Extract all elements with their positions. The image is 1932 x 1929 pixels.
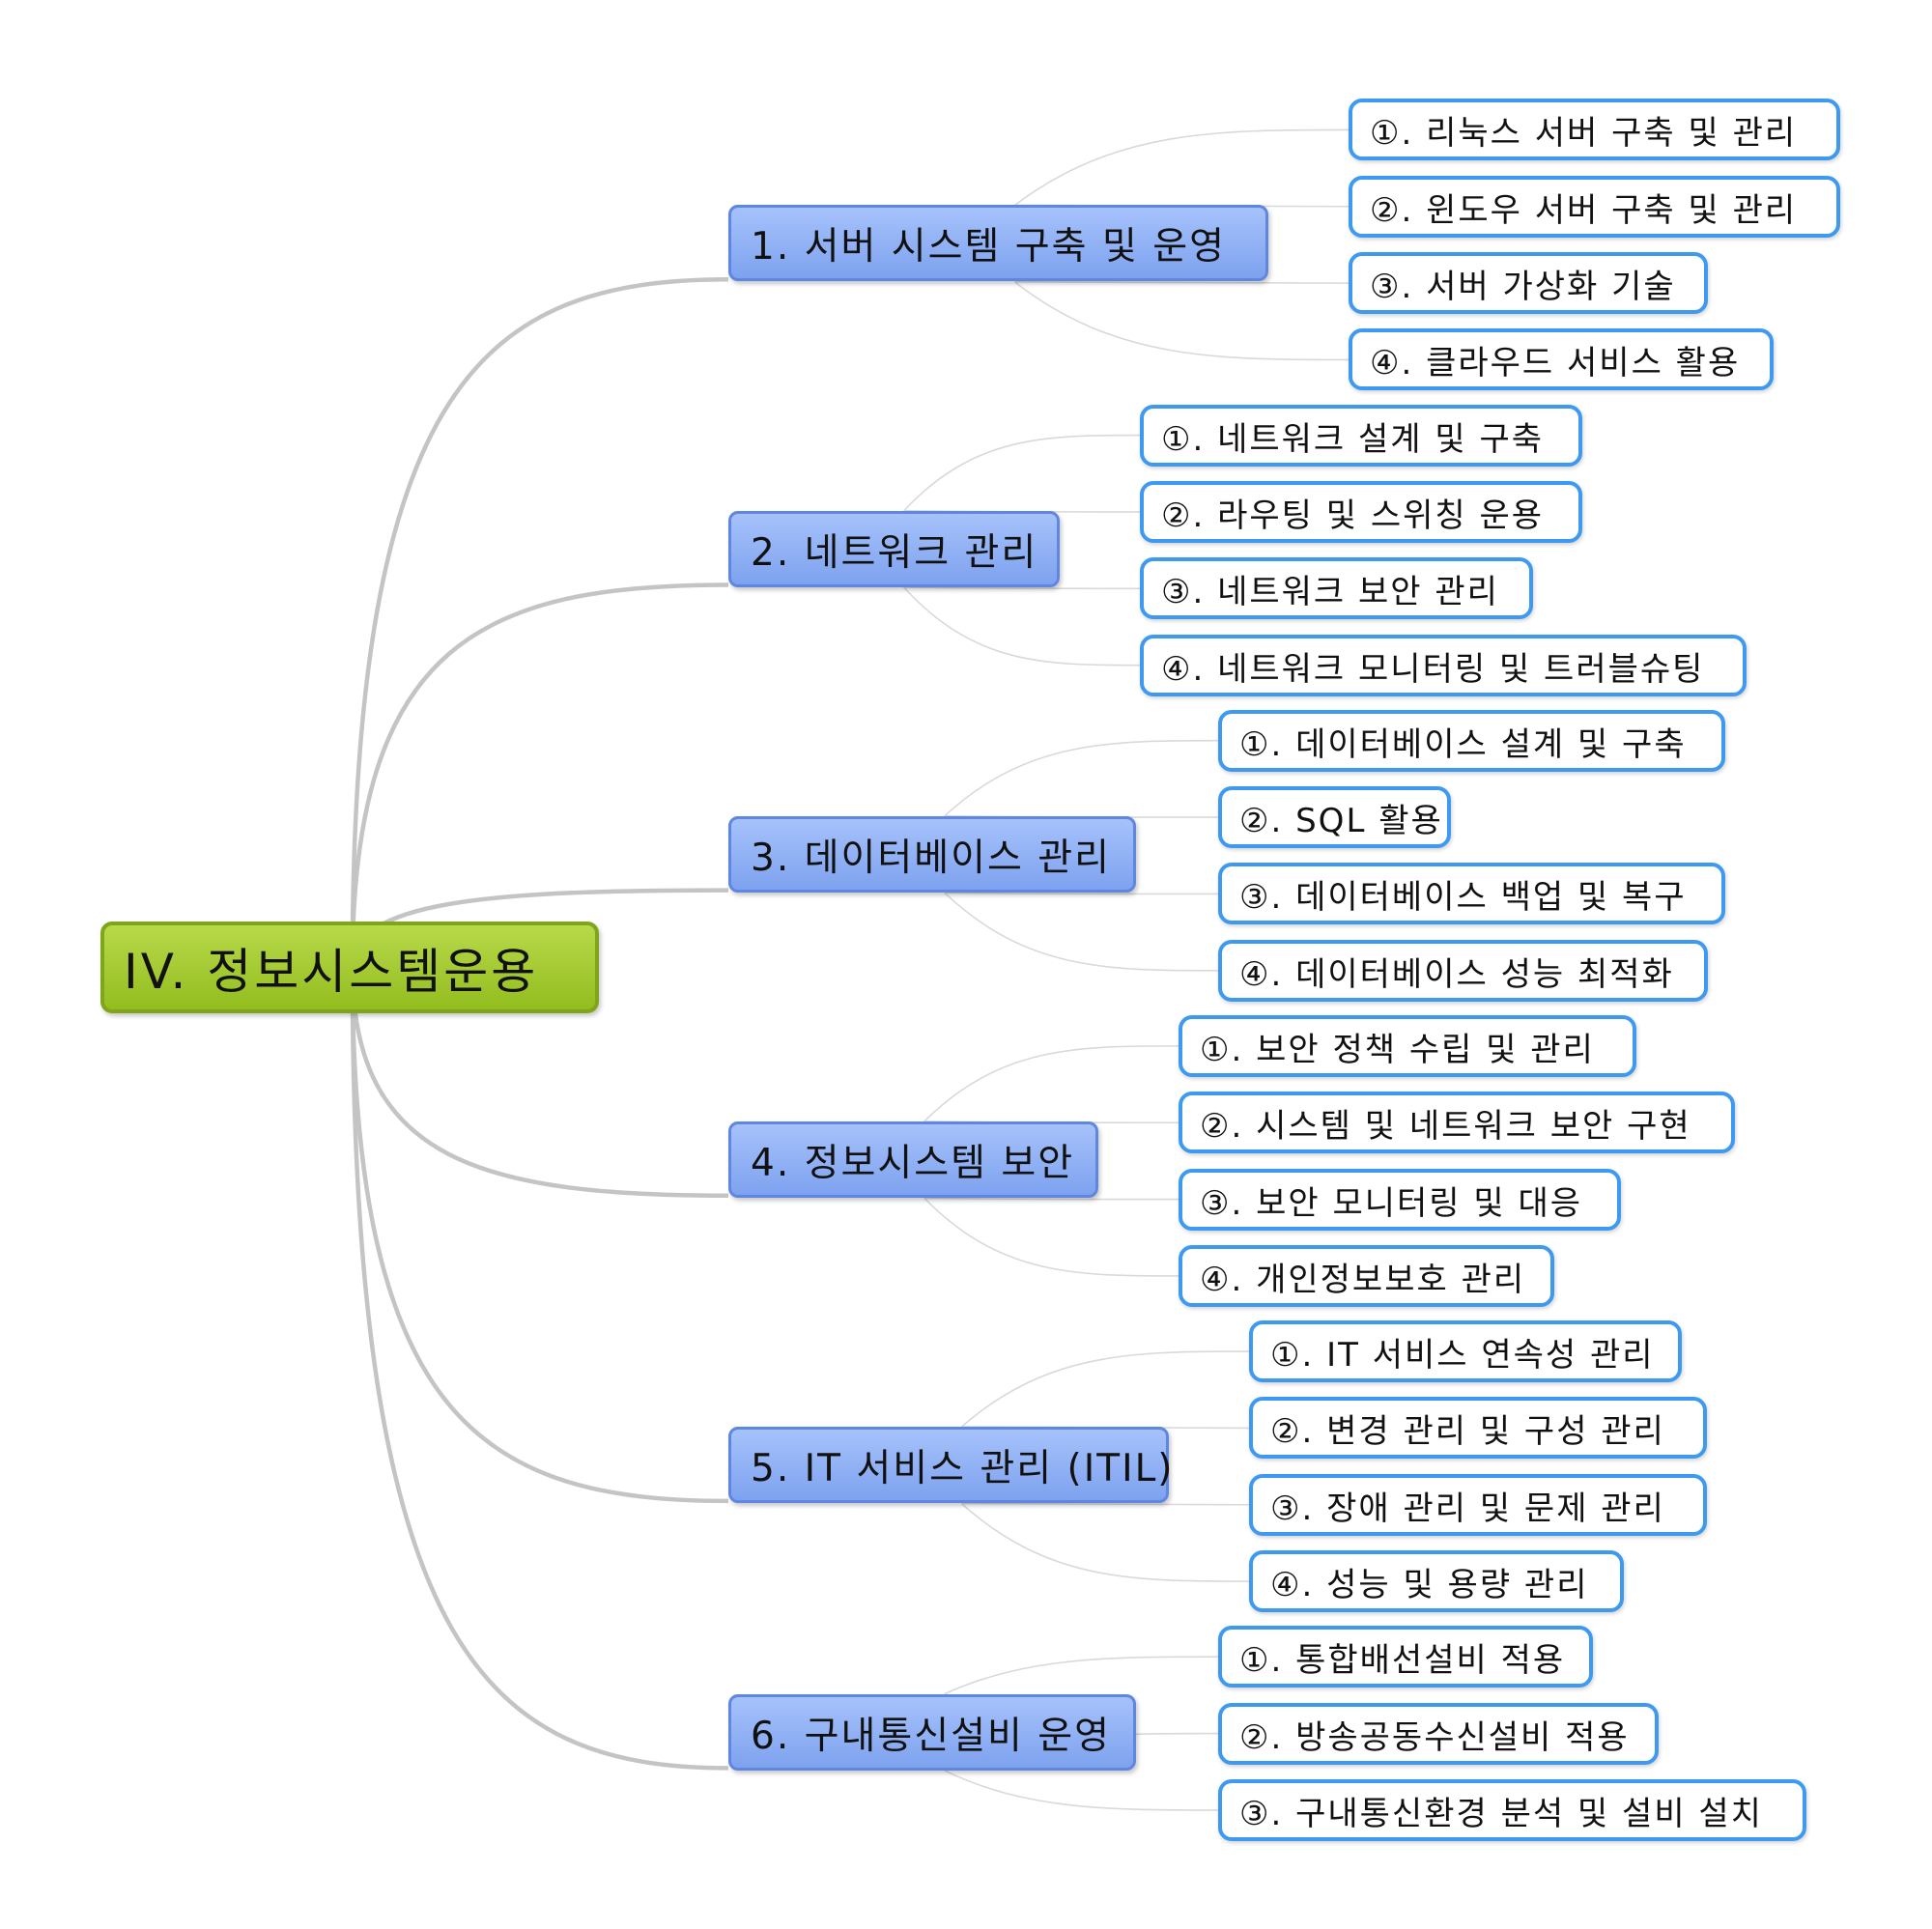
leaf-label: ①. 보안 정책 수립 및 관리	[1200, 1030, 1595, 1069]
leaf-node[interactable]: ②. 시스템 및 네트워크 보안 구현	[1179, 1092, 1735, 1153]
leaf-node[interactable]: ①. 데이터베이스 설계 및 구축	[1218, 710, 1725, 772]
leaf-connector	[944, 1770, 1218, 1811]
root-node[interactable]: IV. 정보시스템운용	[100, 922, 599, 1013]
leaf-node[interactable]: ③. 보안 모니터링 및 대응	[1179, 1169, 1621, 1231]
leaf-node[interactable]: ①. 보안 정책 수립 및 관리	[1179, 1015, 1636, 1077]
leaf-label: ①. 리눅스 서버 구축 및 관리	[1370, 113, 1798, 153]
leaf-node[interactable]: ②. 윈도우 서버 구축 및 관리	[1349, 176, 1840, 238]
leaf-connector	[1013, 281, 1350, 361]
leaf-connector	[944, 739, 1218, 817]
leaf-label: ③. 네트워크 보안 관리	[1161, 572, 1499, 611]
branch-connector	[350, 966, 728, 1771]
leaf-label: ①. 네트워크 설계 및 구축	[1161, 419, 1545, 459]
leaf-label: ②. SQL 활용	[1239, 801, 1443, 840]
leaf-connector	[1014, 281, 1350, 284]
leaf-connector	[944, 892, 1218, 972]
leaf-label: ④. 네트워크 모니터링 및 트러블슈팅	[1161, 649, 1705, 689]
branch-label: 2. 네트워크 관리	[751, 530, 1038, 575]
leaf-connector	[961, 1502, 1249, 1506]
root-label: IV. 정보시스템운용	[124, 943, 539, 1000]
leaf-node[interactable]: ②. 방송공동수신설비 적용	[1218, 1703, 1659, 1765]
leaf-node[interactable]: ③. 네트워크 보안 관리	[1140, 557, 1533, 619]
leaf-connector	[923, 1197, 1179, 1277]
leaf-connector	[903, 434, 1141, 512]
leaf-label: ④. 성능 및 용량 관리	[1270, 1565, 1589, 1604]
leaf-node[interactable]: ③. 장애 관리 및 문제 관리	[1249, 1474, 1707, 1536]
leaf-connector	[903, 586, 1141, 590]
leaf-node[interactable]: ①. 네트워크 설계 및 구축	[1140, 405, 1582, 467]
leaf-connector	[960, 1502, 1249, 1582]
branch-node-security[interactable]: 4. 정보시스템 보안	[728, 1121, 1098, 1198]
branch-label: 5. IT 서비스 관리 (ITIL)	[751, 1446, 1175, 1490]
leaf-label: ③. 구내통신환경 분석 및 설비 설치	[1239, 1794, 1763, 1833]
leaf-label: ①. 통합배선설비 적용	[1239, 1640, 1566, 1680]
branch-node-itil[interactable]: 5. IT 서비스 관리 (ITIL)	[728, 1427, 1173, 1503]
leaf-label: ②. 라우팅 및 스위칭 운용	[1161, 496, 1545, 535]
branch-connector	[350, 966, 728, 1199]
leaf-label: ①. IT 서비스 연속성 관리	[1270, 1335, 1655, 1375]
leaf-label: ③. 서버 가상화 기술	[1370, 267, 1676, 306]
branch-connector	[350, 582, 728, 967]
leaf-node[interactable]: ④. 성능 및 용량 관리	[1249, 1550, 1624, 1612]
leaf-label: ③. 장애 관리 및 문제 관리	[1270, 1489, 1665, 1528]
leaf-label: ④. 개인정보보호 관리	[1200, 1260, 1526, 1299]
leaf-connector	[944, 1656, 1218, 1695]
leaf-label: ②. 방송공동수신설비 적용	[1239, 1717, 1630, 1757]
leaf-node[interactable]: ②. 라우팅 및 스위칭 운용	[1140, 481, 1582, 543]
leaf-label: ④. 데이터베이스 성능 최적화	[1239, 954, 1674, 994]
leaf-node[interactable]: ④. 개인정보보호 관리	[1179, 1245, 1554, 1307]
branch-node-telecom[interactable]: 6. 구내통신설비 운영	[728, 1694, 1136, 1771]
leaf-node[interactable]: ②. SQL 활용	[1218, 786, 1451, 848]
leaf-label: ①. 데이터베이스 설계 및 구축	[1239, 724, 1687, 764]
branch-connector	[350, 966, 728, 1504]
leaf-node[interactable]: ③. 데이터베이스 백업 및 복구	[1218, 863, 1725, 924]
leaf-node[interactable]: ③. 서버 가상화 기술	[1349, 252, 1708, 314]
leaf-node[interactable]: ③. 구내통신환경 분석 및 설비 설치	[1218, 1779, 1806, 1841]
leaf-node[interactable]: ④. 데이터베이스 성능 최적화	[1218, 940, 1708, 1002]
leaf-label: ②. 변경 관리 및 구성 관리	[1270, 1411, 1665, 1451]
leaf-connector	[960, 1350, 1249, 1428]
branch-connector	[350, 277, 728, 967]
leaf-label: ②. 시스템 및 네트워크 보안 구현	[1200, 1106, 1691, 1146]
leaf-node[interactable]: ①. 통합배선설비 적용	[1218, 1626, 1593, 1688]
leaf-node[interactable]: ①. IT 서비스 연속성 관리	[1249, 1320, 1682, 1382]
leaf-connector	[944, 892, 1218, 895]
leaf-label: ③. 데이터베이스 백업 및 복구	[1239, 877, 1687, 917]
leaf-connector	[923, 1045, 1179, 1122]
leaf-connector	[1013, 128, 1350, 207]
leaf-label: ③. 보안 모니터링 및 대응	[1200, 1183, 1583, 1223]
leaf-node[interactable]: ②. 변경 관리 및 구성 관리	[1249, 1397, 1707, 1459]
branch-label: 3. 데이터베이스 관리	[751, 836, 1112, 880]
leaf-node[interactable]: ④. 네트워크 모니터링 및 트러블슈팅	[1140, 635, 1747, 696]
leaf-node[interactable]: ④. 클라우드 서비스 활용	[1349, 328, 1774, 390]
branch-label: 4. 정보시스템 보안	[751, 1141, 1075, 1185]
leaf-connector	[903, 586, 1141, 667]
branch-node-network[interactable]: 2. 네트워크 관리	[728, 511, 1060, 587]
branch-label: 6. 구내통신설비 운영	[751, 1714, 1112, 1758]
branch-node-server[interactable]: 1. 서버 시스템 구축 및 운영	[728, 205, 1268, 281]
leaf-connector	[923, 1197, 1179, 1201]
leaf-label: ②. 윈도우 서버 구축 및 관리	[1370, 190, 1798, 230]
branch-label: 1. 서버 시스템 구축 및 운영	[751, 224, 1226, 269]
branch-node-database[interactable]: 3. 데이터베이스 관리	[728, 816, 1136, 893]
leaf-label: ④. 클라우드 서비스 활용	[1370, 343, 1741, 383]
leaf-node[interactable]: ①. 리눅스 서버 구축 및 관리	[1349, 99, 1840, 160]
